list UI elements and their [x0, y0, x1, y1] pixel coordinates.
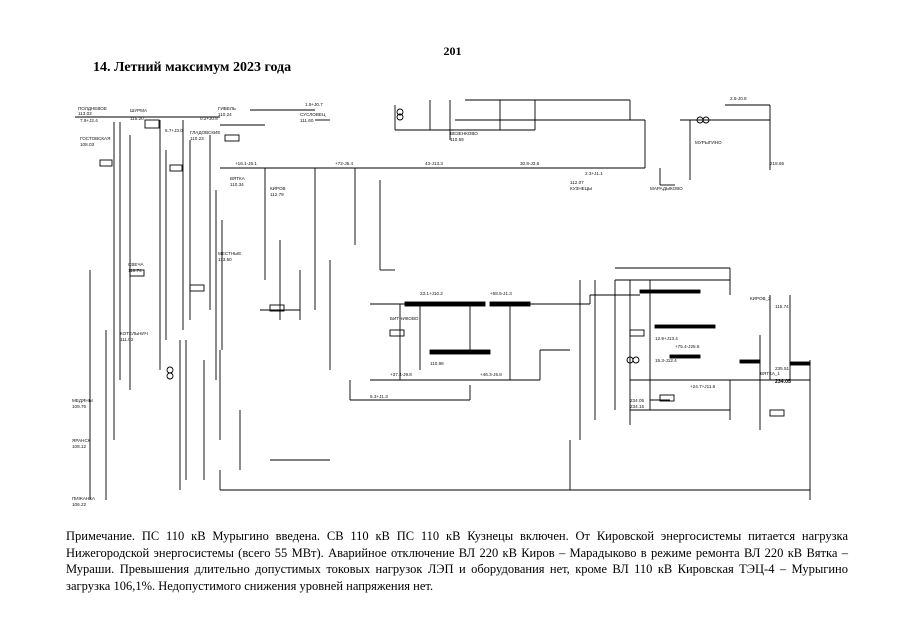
station-voltage: 111.60: [300, 118, 314, 123]
station-voltage: 110.23: [190, 136, 204, 141]
flow-label: 7.9+J2.4: [80, 118, 98, 123]
station-label: ЯРАНСК: [72, 438, 91, 443]
station-voltage: 110.24: [218, 112, 232, 117]
power-grid-diagram: ПОЛДНЕВОЕ 113.03 ШУРМА 115.20 ГОСТОВСКАЯ…: [72, 96, 811, 507]
station-label: БИТНИКОВО: [390, 316, 419, 321]
station-voltage: 110.74: [128, 268, 142, 273]
station-voltage: 108.12: [72, 444, 86, 449]
station-label: ГОСТОВСКАЯ: [80, 136, 110, 141]
station-voltage: 113.03: [78, 111, 92, 116]
flow-label: 30.8-J3.6: [520, 161, 540, 166]
flow-label: 5.3+J1.3: [370, 394, 388, 399]
station-label: СВЕЧА: [128, 262, 145, 267]
flow-label: +72-J5.4: [335, 161, 353, 166]
station-label: КИРОВ: [270, 186, 286, 191]
station-label: СУСЛОВЕЦ: [300, 112, 326, 117]
flow-label: 5.7+J3.0: [165, 128, 183, 133]
flow-label: +58.5-J1.3: [490, 291, 512, 296]
note-text: Примечание. ПС 110 кВ Мурыгино введена. …: [66, 529, 848, 593]
flow-label: +46.3-J5.8: [480, 372, 502, 377]
flow-label: 0.2+J0.8: [200, 116, 218, 121]
station-label: ПОЛДНЕВОЕ: [78, 106, 107, 111]
station-voltage: 235.51: [775, 366, 789, 371]
flow-label: 2.3+J1.1: [585, 171, 603, 176]
station-voltage: 113.50: [218, 257, 232, 262]
station-label: ПИЖАНКА: [72, 496, 96, 501]
station-voltage: 110.98: [430, 361, 444, 366]
flow-label: +37.4-J9.8: [390, 372, 412, 377]
page-title: 14. Летний максимум 2023 года: [93, 60, 292, 75]
station-voltage: 234.05: [775, 379, 791, 385]
station-voltage: 115.20: [130, 116, 144, 121]
station-voltage: 108.03: [80, 142, 94, 147]
station-voltage: 112.79: [270, 192, 284, 197]
station-label: МУРЫГИНО: [695, 140, 722, 145]
station-label: КУЗНЕЦЫ: [570, 186, 592, 191]
flow-label: +75.4-J25.6: [675, 344, 700, 349]
station-voltage: 111.02: [120, 337, 134, 342]
flow-label: 15.3-J12.4: [655, 358, 677, 363]
station-voltage: 112.07: [570, 180, 584, 185]
flow-label: 234.15: [630, 404, 644, 409]
flow-label: 12.9+J13.4: [655, 336, 678, 341]
station-label: МЕСТНЫЕ: [218, 251, 241, 256]
station-voltage: 218.65: [770, 161, 784, 166]
station-voltage: 115.74: [775, 304, 789, 309]
station-label: КОТЕЛЬНИЧ: [120, 331, 148, 336]
station-label: МЕДЯНЫ: [72, 398, 93, 403]
flow-label: 23.1+J10.2: [420, 291, 443, 296]
station-label: КИРОВ_2: [750, 296, 771, 301]
flow-label: 43-J13.3: [425, 161, 443, 166]
flow-label: +16.1-J5.1: [235, 161, 257, 166]
station-label: ВЯТКА: [230, 176, 246, 181]
station-voltage: 109.76: [72, 404, 86, 409]
flow-label: 1.9+J0.7: [305, 102, 323, 107]
station-label: ГЛАДОВСКИЕ: [190, 130, 220, 135]
station-voltage: 106.22: [72, 502, 86, 507]
station-voltage: 110.59: [450, 137, 464, 142]
flow-label: +24.7+J11.6: [690, 384, 716, 389]
flow-label: 234.05: [630, 398, 644, 403]
station-label: ГИВЕЛЬ: [218, 106, 236, 111]
station-voltage: 110.34: [230, 182, 244, 187]
station-label: ВЕЗЕНКОВО: [450, 131, 478, 136]
station-label: ВЯТКА_1: [760, 371, 780, 376]
flow-label: 2.5-J0.8: [730, 96, 747, 101]
station-label: ШУРМА: [130, 108, 148, 113]
page-number: 201: [443, 44, 462, 58]
station-label: МАРАДЫКОВО: [650, 186, 683, 191]
